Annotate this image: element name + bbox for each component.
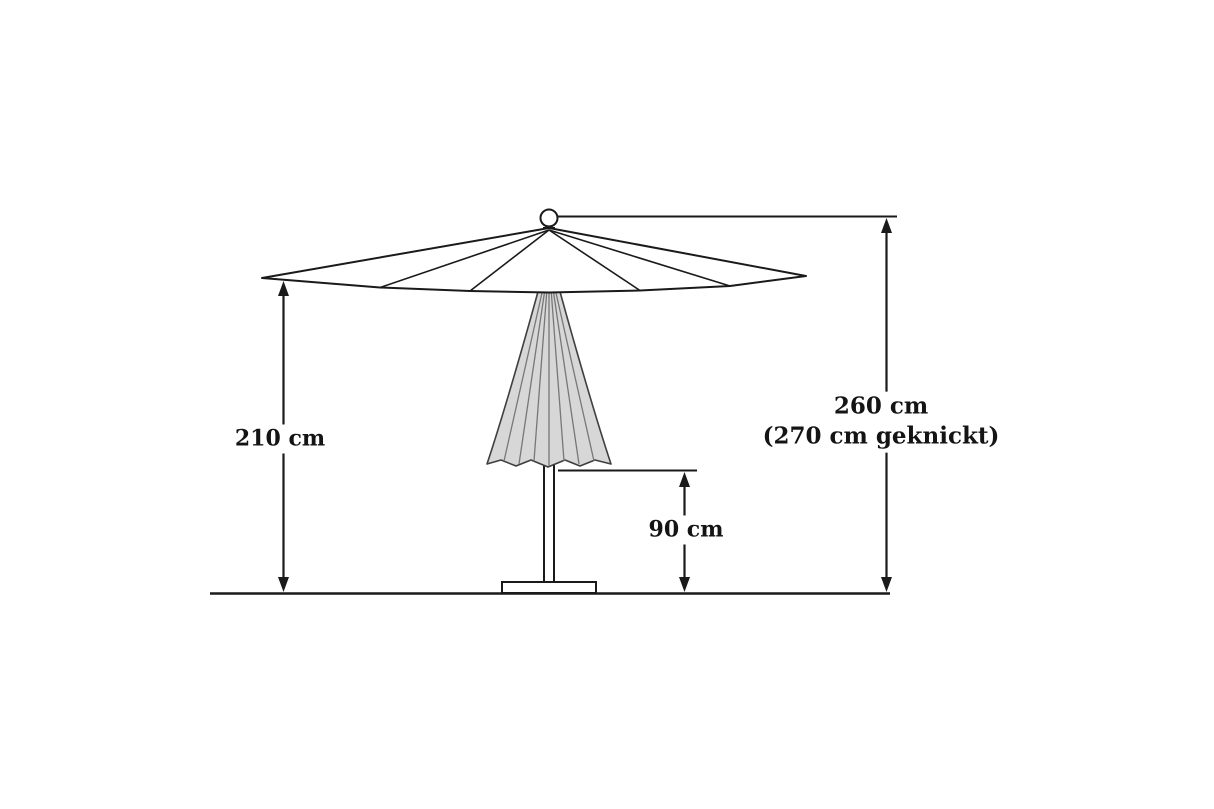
open-canopy-ribs	[379, 229, 731, 292]
umbrella-top-knob	[539, 208, 559, 228]
umbrella-base-plate	[501, 581, 597, 594]
umbrella-open-canopy	[261, 208, 807, 294]
umbrella-folded-canopy	[486, 249, 612, 468]
dimension-label-total-height: 260 cm (270 cm geknickt)	[757, 391, 1005, 453]
dimension-label-total-height-value: 260 cm	[833, 392, 929, 420]
dimension-label-clearance-height: 90 cm	[643, 515, 729, 545]
dimension-label-total-height-note: (270 cm geknickt)	[762, 423, 1000, 450]
open-canopy-outline	[261, 227, 807, 294]
folded-canopy-fold-lines	[503, 261, 595, 466]
dimension-label-canopy-height: 210 cm	[229, 424, 331, 454]
